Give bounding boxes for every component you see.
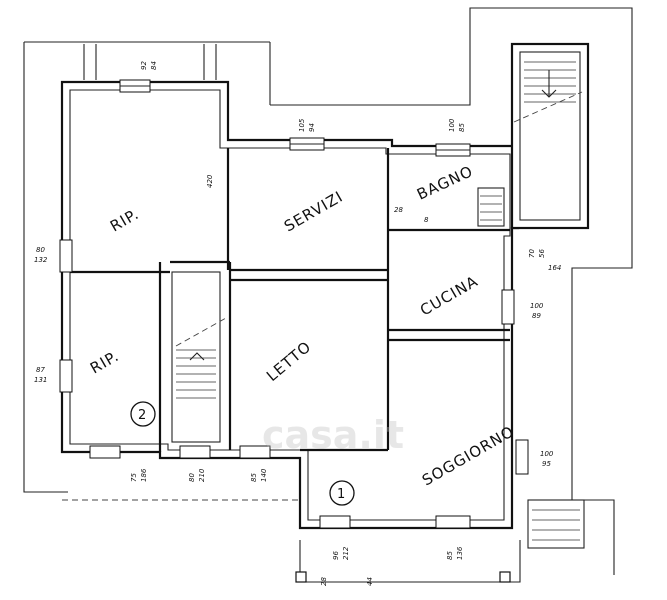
dim-label: 85 [446, 551, 454, 560]
dim-label: 100 [448, 118, 456, 132]
staircase-right [513, 61, 583, 123]
dim-label: 164 [548, 264, 561, 272]
dim-label: 105 [298, 118, 306, 132]
staircase-bagno [477, 187, 505, 227]
dim-label: 28 [394, 206, 403, 214]
building-walls [60, 42, 590, 530]
dim-label: 85 [250, 473, 258, 482]
watermark: casa.it [262, 413, 404, 457]
dimension-labels: 92 84 105 94 100 85 420 80 132 87 131 28… [34, 61, 561, 586]
dim-label: 100 [540, 450, 554, 458]
dim-label: 94 [308, 123, 316, 132]
dim-label: 96 [332, 551, 340, 560]
dim-label: 212 [342, 546, 350, 560]
bottom-pillars [295, 571, 511, 583]
dim-label: 140 [260, 468, 268, 482]
dim-label: 95 [542, 460, 551, 468]
dim-label: 56 [538, 249, 546, 258]
steps-bottom-right [527, 499, 585, 549]
top-ledges [83, 44, 217, 80]
dim-label: 44 [366, 577, 374, 586]
dim-label: 186 [140, 468, 148, 482]
dim-label: 8 [424, 216, 429, 224]
svg-text:1: 1 [337, 487, 345, 502]
entrance-marker-1: 1 [329, 480, 355, 506]
dim-label: 84 [150, 61, 158, 70]
dim-label: 132 [34, 256, 48, 264]
dim-label: 28 [320, 577, 328, 586]
property-boundary [23, 7, 633, 583]
dim-label: 89 [532, 312, 541, 320]
dim-label: 75 [130, 473, 138, 482]
svg-text:2: 2 [138, 408, 146, 423]
dim-label: 210 [198, 468, 206, 482]
dim-label: 136 [456, 546, 464, 560]
staircase-center [171, 271, 227, 443]
dim-label: 70 [528, 249, 536, 258]
dim-label: 85 [458, 123, 466, 132]
dim-label: 80 [36, 246, 45, 254]
windows [59, 79, 529, 529]
entrance-marker-2: 2 [130, 401, 156, 427]
dim-label: 92 [140, 61, 148, 70]
dim-label: 131 [34, 376, 47, 384]
dim-label: 420 [206, 174, 214, 188]
dim-label: 80 [188, 473, 196, 482]
dim-label: 100 [530, 302, 544, 310]
dim-label: 87 [36, 366, 45, 374]
